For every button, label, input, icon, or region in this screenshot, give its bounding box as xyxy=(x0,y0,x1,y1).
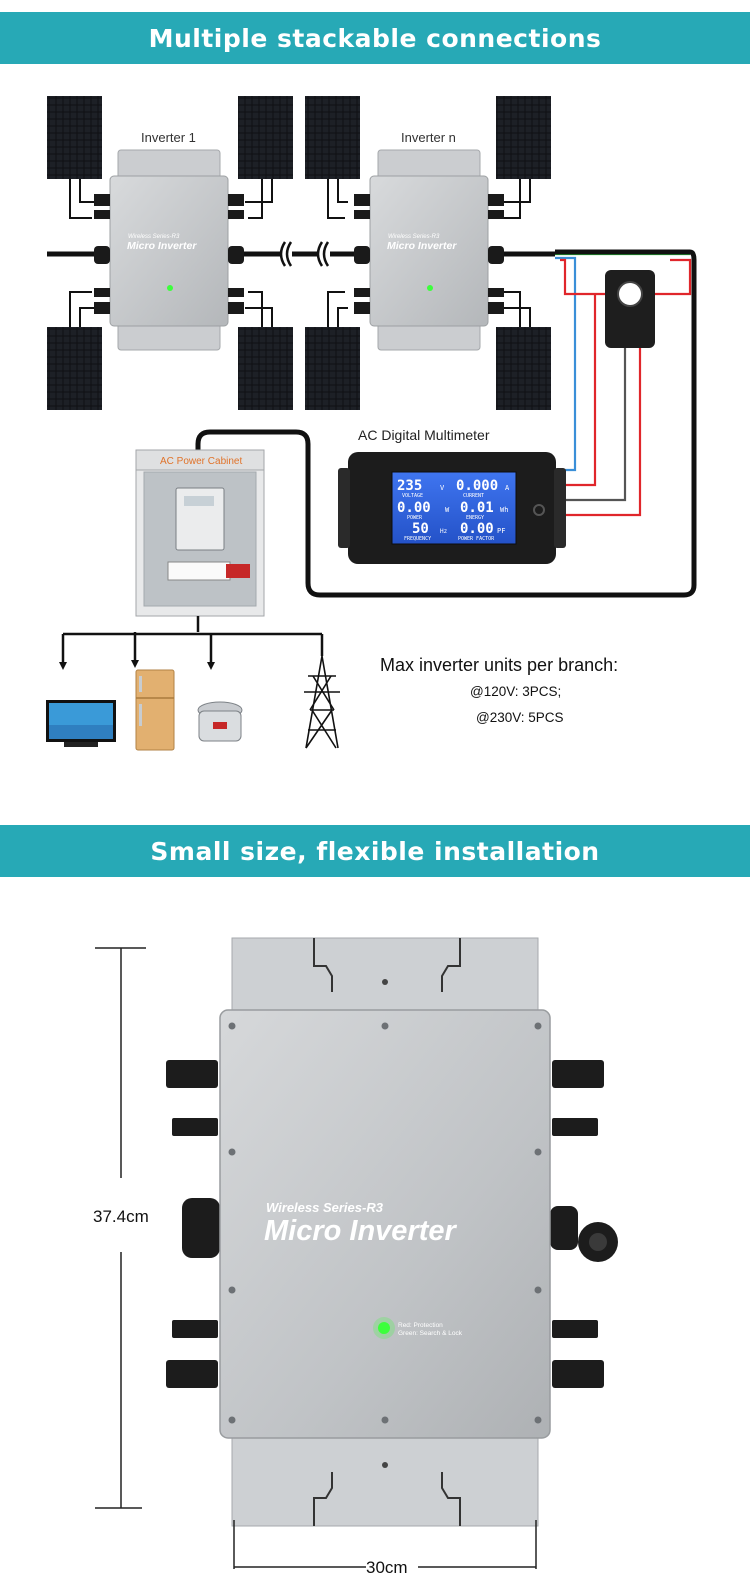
status-led xyxy=(427,285,433,291)
lcd-power-value: 0.00 xyxy=(397,500,431,516)
solar-panel xyxy=(47,327,102,410)
multimeter-label: AC Digital Multimeter xyxy=(358,427,490,443)
dc-connector xyxy=(166,1360,218,1388)
height-dimension-label: 37.4cm xyxy=(93,1207,149,1226)
distribution-lines xyxy=(61,616,324,666)
led-legend-red: Red: Protection xyxy=(398,1322,443,1329)
inverter-name-label: Micro Inverter xyxy=(387,240,457,252)
lcd-power-label: POWER xyxy=(407,515,423,521)
lcd-voltage-unit: V xyxy=(440,484,445,492)
max-units-120v: @120V: 3PCS; xyxy=(470,684,561,699)
lcd-frequency-value: 50 xyxy=(412,521,429,537)
max-units-230v: @230V: 5PCS xyxy=(476,710,564,725)
solar-panel xyxy=(238,327,293,410)
lcd-energy-label: ENERGY xyxy=(466,515,484,521)
lcd-pf-unit: PF xyxy=(497,527,505,535)
dc-connector xyxy=(552,1118,598,1136)
side-connectors xyxy=(166,1060,604,1388)
height-dimension-line xyxy=(95,947,146,1509)
body-series-label: Wireless Series-R3 xyxy=(266,1200,384,1215)
inverter-series-label: Wireless Series-R3 xyxy=(388,234,440,240)
inverter-n: Wireless Series-R3 Micro Inverter xyxy=(354,149,504,351)
lcd-power-unit: W xyxy=(445,506,450,514)
dc-connector xyxy=(172,1320,218,1338)
lcd-current-label: CURRENT xyxy=(463,493,484,499)
ac-connector xyxy=(182,1198,220,1258)
ac-digital-multimeter: 235 V VOLTAGE 0.000 A CURRENT 0.00 W POW… xyxy=(338,452,566,564)
inverter-1-label: Inverter 1 xyxy=(141,130,196,145)
refrigerator-icon xyxy=(135,669,175,751)
multimeter-button xyxy=(533,504,545,516)
dc-connector xyxy=(172,1118,218,1136)
lcd-energy-unit: Wh xyxy=(500,506,508,514)
solar-panels xyxy=(47,96,551,410)
solar-panel xyxy=(496,327,551,410)
dc-connector xyxy=(552,1360,604,1388)
rice-cooker-icon xyxy=(197,701,243,742)
micro-inverter-body: Wireless Series-R3 Micro Inverter Red: P… xyxy=(219,1009,551,1439)
ac-return-cable xyxy=(195,249,697,598)
breakers xyxy=(167,561,231,581)
inverter-1: Wireless Series-R3 Micro Inverter xyxy=(94,149,244,351)
lcd-energy-value: 0.01 xyxy=(460,500,494,516)
dc-connector xyxy=(166,1060,218,1088)
solar-panel xyxy=(305,96,360,179)
section-banner-small-size: Small size, flexible installation xyxy=(0,825,750,877)
mounting-plate-bottom xyxy=(231,1429,539,1527)
solar-panel xyxy=(496,96,551,179)
section-banner-stackable: Multiple stackable connections xyxy=(0,12,750,64)
power-tower-icon xyxy=(304,655,340,749)
status-led xyxy=(167,285,173,291)
ac-power-cabinet: AC Power Cabinet xyxy=(135,449,265,617)
tv-icon xyxy=(46,700,116,747)
cabinet-label: AC Power Cabinet xyxy=(160,456,242,467)
solar-panel xyxy=(47,96,102,179)
solar-panel xyxy=(305,327,360,410)
lcd-current-unit: A xyxy=(505,484,510,492)
lcd-voltage-value: 235 xyxy=(397,478,422,494)
lcd-frequency-unit: Hz xyxy=(440,528,448,535)
lcd-voltage-label: VOLTAGE xyxy=(402,493,423,499)
inverter-series-label: Wireless Series-R3 xyxy=(128,234,180,240)
distribution-arrows xyxy=(59,660,215,670)
stackable-connection-diagram: Wireless Series-R3 Micro Inverter Invert… xyxy=(46,96,697,751)
current-clamp xyxy=(605,270,655,348)
max-units-title: Max inverter units per branch: xyxy=(380,655,618,675)
lcd-pf-label: POWER FACTOR xyxy=(458,536,495,542)
lcd-current-value: 0.000 xyxy=(456,478,498,494)
width-dimension-label: 30cm xyxy=(366,1558,408,1577)
body-name-label: Micro Inverter xyxy=(264,1215,457,1247)
ac-connector xyxy=(550,1206,578,1250)
solar-panel xyxy=(238,96,293,179)
status-led xyxy=(378,1322,390,1334)
cable-break-marks xyxy=(279,241,330,267)
led-legend-green: Green: Search & Lock xyxy=(398,1330,463,1337)
lcd-pf-value: 0.00 xyxy=(460,521,494,537)
inverter-name-label: Micro Inverter xyxy=(127,240,197,252)
inverter-n-label: Inverter n xyxy=(401,130,456,145)
multimeter-lcd xyxy=(391,471,517,545)
dc-connector xyxy=(552,1320,598,1338)
inverter-dimension-diagram: Wireless Series-R3 Micro Inverter Red: P… xyxy=(93,937,618,1577)
dc-connector xyxy=(552,1060,604,1088)
ac-cap-icon xyxy=(578,1222,618,1262)
breaker-red xyxy=(226,564,250,578)
width-dimension-line xyxy=(233,1520,537,1569)
lcd-frequency-label: FREQUENCY xyxy=(404,536,431,542)
